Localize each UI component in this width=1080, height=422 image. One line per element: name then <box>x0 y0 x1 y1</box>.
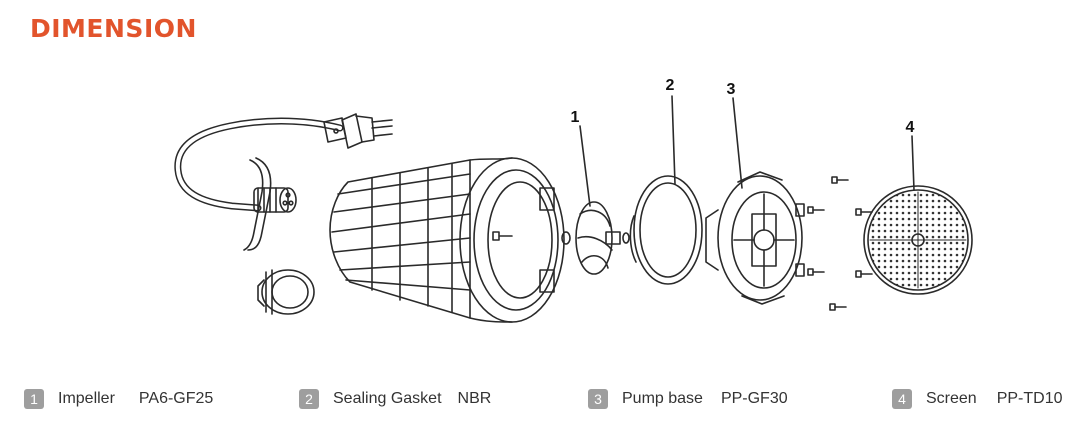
legend-item-sealing-gasket: 2 Sealing Gasket NBR <box>299 388 491 410</box>
screen-icon <box>863 185 973 295</box>
legend-part-name: Impeller <box>58 390 115 407</box>
sealing-gasket-icon <box>629 175 703 285</box>
callout-3: 3 <box>727 81 736 98</box>
legend-badge: 3 <box>588 389 608 409</box>
legend-badge: 1 <box>24 389 44 409</box>
callout-4: 4 <box>906 119 915 136</box>
exploded-view-diagram: 1 2 3 4 <box>174 77 973 323</box>
screw-icon <box>807 176 873 311</box>
page-title: DIMENSION <box>30 14 197 43</box>
power-plug-icon <box>323 113 393 149</box>
legend-material: PA6-GF25 <box>138 390 214 407</box>
legend-material: PP-TD10 <box>996 390 1063 407</box>
motor-housing-icon <box>329 157 565 323</box>
legend-material: PP-GF30 <box>720 390 788 407</box>
legend-item-impeller: 1 Impeller PA6-GF25 <box>24 388 213 410</box>
cable-icon <box>174 117 344 212</box>
callout-2: 2 <box>666 77 675 94</box>
legend-part-name: Sealing Gasket <box>333 390 442 407</box>
pump-base-icon <box>705 171 805 305</box>
impeller-icon <box>561 201 630 275</box>
legend-material: NBR <box>457 390 492 407</box>
legend-part-name: Screen <box>926 390 977 407</box>
legend-item-screen: 4 Screen PP-TD10 <box>892 388 1063 410</box>
legend-item-pump-base: 3 Pump base PP-GF30 <box>588 388 788 410</box>
pipe-fitting-icon <box>257 269 315 315</box>
legend-part-name: Pump base <box>622 390 703 407</box>
connector-icon <box>243 157 297 251</box>
legend-badge: 4 <box>892 389 912 409</box>
callout-1: 1 <box>571 109 580 126</box>
legend-badge: 2 <box>299 389 319 409</box>
